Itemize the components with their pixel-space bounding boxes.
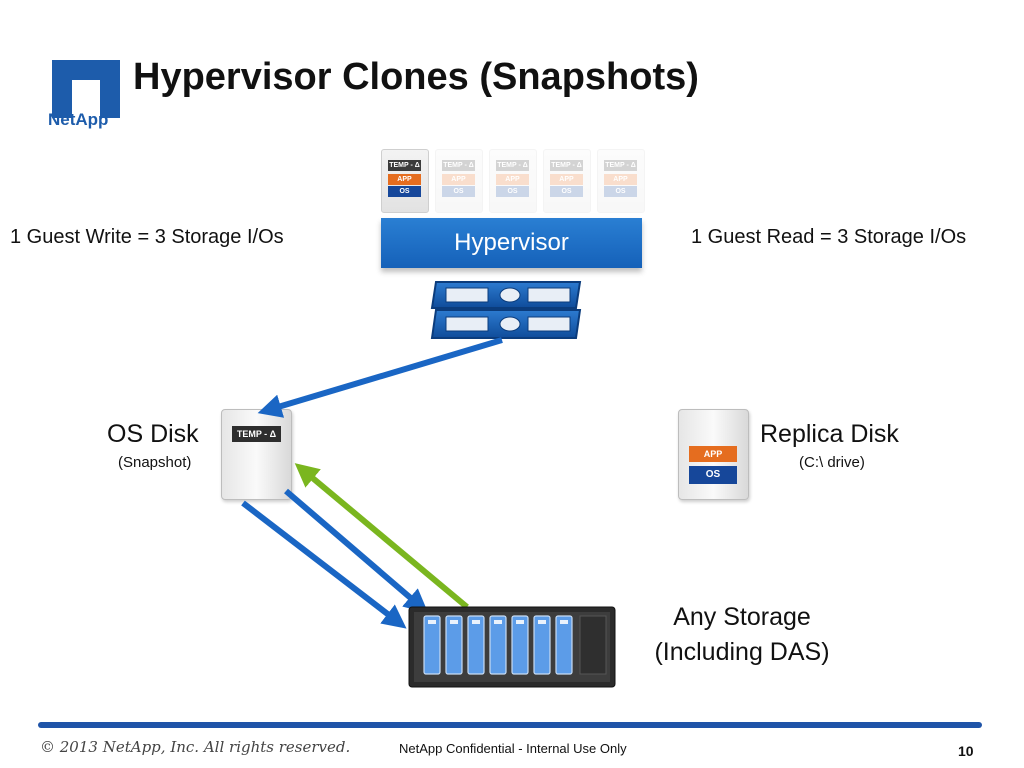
vm-temp-layer: TEMP - Δ xyxy=(496,160,529,171)
temp-delta-chip: TEMP - Δ xyxy=(232,426,281,442)
vm-temp-layer: TEMP - Δ xyxy=(604,160,637,171)
vm-os-layer: OS xyxy=(550,186,583,197)
slide-title: Hypervisor Clones (Snapshots) xyxy=(133,56,699,98)
hypervisor-bar: Hypervisor xyxy=(381,218,642,268)
vm-temp-layer: TEMP - Δ xyxy=(388,160,421,171)
vm-icon-active: TEMP - Δ APP OS xyxy=(381,149,429,213)
os-disk-icon: TEMP - Δ xyxy=(221,409,292,500)
vm-icon-faded: TEMP - Δ APP OS xyxy=(597,149,645,213)
vm-os-layer: OS xyxy=(442,186,475,197)
vm-os-layer: OS xyxy=(496,186,529,197)
vm-icon-faded: TEMP - Δ APP OS xyxy=(543,149,591,213)
storage-array-icon xyxy=(408,606,616,688)
vm-temp-layer: TEMP - Δ xyxy=(550,160,583,171)
vm-os-layer: OS xyxy=(604,186,637,197)
copyright-text: © 2013 NetApp, Inc. All rights reserved. xyxy=(40,738,351,756)
hypervisor-to-os-disk-arrow xyxy=(257,337,503,418)
storage-label-line2: (Including DAS) xyxy=(654,638,830,666)
netapp-logo-icon xyxy=(52,60,120,118)
os-disk-label: OS Disk xyxy=(107,420,199,448)
storage-label-line1: Any Storage xyxy=(673,603,811,631)
vm-app-layer: APP xyxy=(604,174,637,185)
vm-app-layer: APP xyxy=(550,174,583,185)
os-disk-sublabel: (Snapshot) xyxy=(118,454,192,471)
vm-temp-layer: TEMP - Δ xyxy=(442,160,475,171)
vm-app-layer: APP xyxy=(442,174,475,185)
write-arrow-1 xyxy=(241,500,407,629)
read-arrow xyxy=(294,463,469,610)
vm-icon-faded: TEMP - Δ APP OS xyxy=(489,149,537,213)
vm-icon-faded: TEMP - Δ APP OS xyxy=(435,149,483,213)
page-number: 10 xyxy=(958,743,974,759)
vm-app-layer: APP xyxy=(388,174,421,185)
write-arrow-2 xyxy=(284,488,429,614)
netapp-logo-text: NetApp xyxy=(48,110,109,129)
vm-app-layer: APP xyxy=(496,174,529,185)
replica-os-layer: OS xyxy=(689,466,737,484)
footer-divider xyxy=(38,722,982,728)
write-io-note: 1 Guest Write = 3 Storage I/Os xyxy=(10,226,284,248)
replica-disk-icon: APP OS xyxy=(678,409,749,500)
vm-os-layer: OS xyxy=(388,186,421,197)
replica-disk-label: Replica Disk xyxy=(760,420,899,448)
confidential-text: NetApp Confidential - Internal Use Only xyxy=(399,741,627,756)
replica-app-layer: APP xyxy=(689,446,737,462)
read-io-note: 1 Guest Read = 3 Storage I/Os xyxy=(691,226,967,248)
server-icon xyxy=(430,281,582,339)
replica-disk-sublabel: (C:\ drive) xyxy=(799,454,865,471)
storage-label: Any Storage (Including DAS) xyxy=(622,600,862,670)
